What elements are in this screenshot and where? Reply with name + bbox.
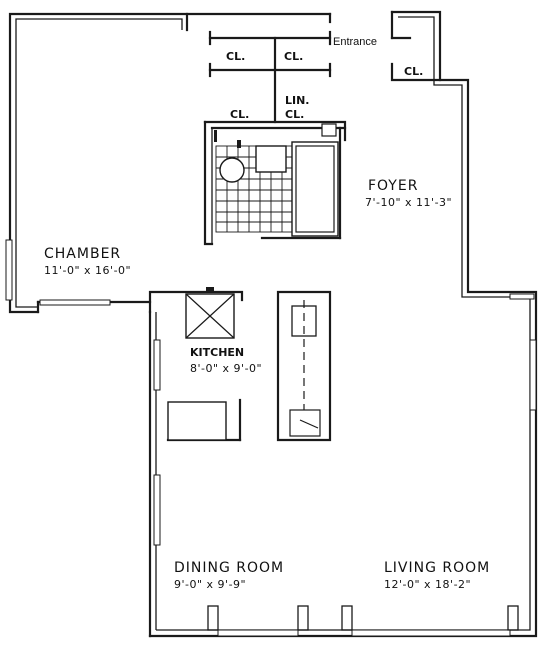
- toilet-icon: [219, 157, 245, 183]
- interior-walls: [148, 30, 442, 442]
- living-room-dimensions: 12'-0" x 18'-2": [384, 578, 471, 591]
- closet-label-2: CL.: [284, 50, 303, 63]
- living-window-bottom: [351, 629, 511, 637]
- bathroom-fixtures: [214, 123, 339, 237]
- foyer-dimensions: 7'-10" x 11'-3": [365, 196, 452, 209]
- kitchen-dimensions: 8'-0" x 9'-0": [190, 362, 262, 375]
- dining-window-left: [153, 474, 161, 546]
- dining-window-bottom: [217, 629, 299, 637]
- sink-icon: [255, 145, 287, 173]
- closet-label-1: CL.: [226, 50, 245, 63]
- chamber-window-bottom: [39, 299, 111, 306]
- kitchen-name: KITCHEN: [190, 346, 244, 359]
- living-room-name: LIVING ROOM: [384, 560, 490, 576]
- entrance-label: Entrance: [333, 36, 377, 48]
- kitchen-window: [153, 339, 161, 391]
- water-heater-icon: [321, 123, 337, 137]
- living-window-right: [529, 339, 537, 411]
- kitchen-fixtures: [167, 287, 321, 441]
- linen-closet-label-line2: CL.: [285, 108, 304, 121]
- dishwasher-icon: [289, 409, 321, 437]
- bathtub-icon: [291, 141, 339, 237]
- outer-walls: [8, 10, 538, 638]
- chamber-name: CHAMBER: [44, 246, 121, 262]
- dining-room-name: DINING ROOM: [174, 560, 284, 576]
- linen-closet-label-line1: LIN.: [285, 94, 310, 107]
- windows: [5, 239, 537, 637]
- living-window-side: [509, 293, 535, 300]
- chamber-dimensions: 11'-0" x 16'-0": [44, 264, 131, 277]
- chamber-window-left: [5, 239, 13, 301]
- closet-label-4: CL.: [230, 108, 249, 121]
- dining-room-dimensions: 9'-0" x 9'-9": [174, 578, 246, 591]
- foyer-name: FOYER: [368, 178, 418, 194]
- closet-label-3: CL.: [404, 65, 423, 78]
- refrigerator-icon: [167, 401, 227, 441]
- labels: Entrance CL. CL. CL. CL. LIN. CL. FOYER …: [44, 36, 490, 591]
